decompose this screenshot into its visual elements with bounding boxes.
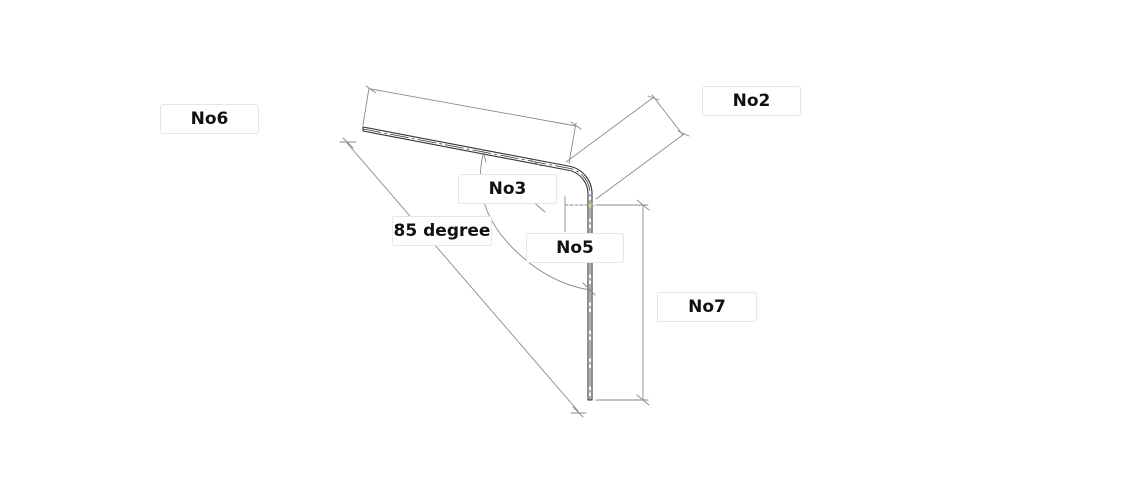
- tangent-point-marker: [589, 203, 595, 209]
- profile-outline: [362, 126, 593, 401]
- dimension-label-no6: No6: [160, 104, 259, 134]
- angle-label: 85 degree: [392, 216, 492, 246]
- dimension-label-no5: No5: [526, 233, 624, 263]
- dimension-label-no3: No3: [458, 174, 557, 204]
- dimension-lines: [339, 85, 690, 418]
- dimension-label-no7: No7: [657, 292, 757, 322]
- dimension-label-no2: No2: [702, 86, 801, 116]
